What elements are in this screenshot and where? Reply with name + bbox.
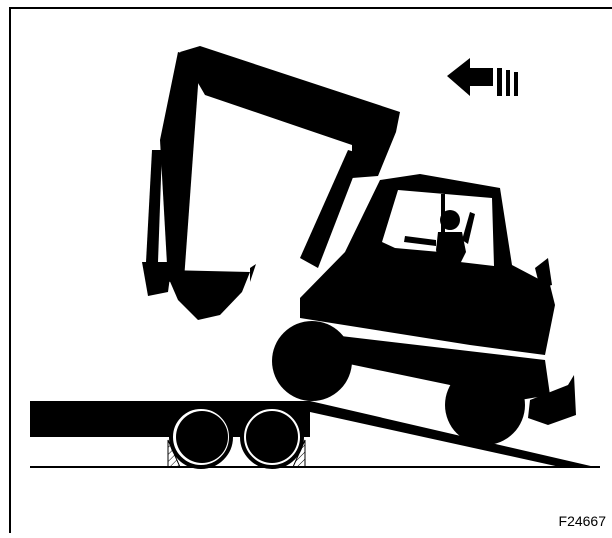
figure-code: F24667 <box>559 513 606 529</box>
direction-arrow-icon <box>447 58 518 96</box>
excavator-icon <box>142 46 576 445</box>
